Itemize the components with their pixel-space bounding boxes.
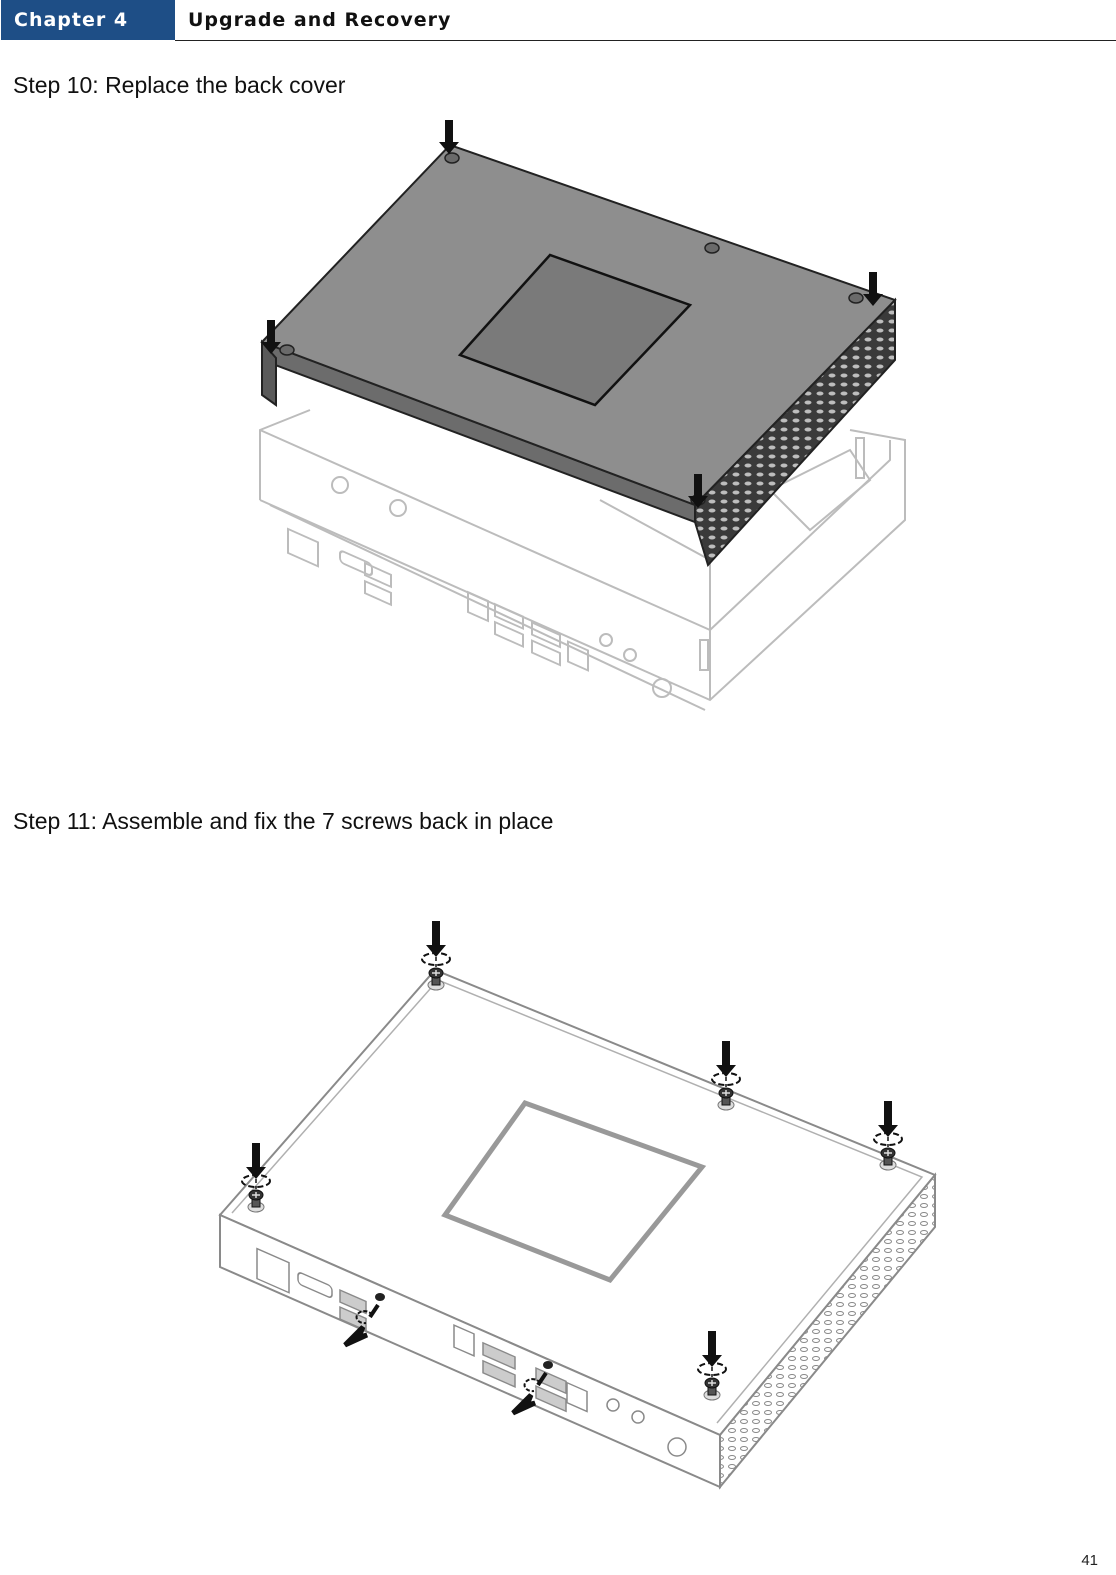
chassis-outline (259, 409, 906, 711)
chapter-title: Upgrade and Recovery (188, 9, 452, 31)
step-10-heading: Step 10: Replace the back cover (13, 72, 346, 98)
page-number: 41 (1081, 1552, 1098, 1569)
unit-top-face (218, 968, 937, 1437)
arrow-icon (261, 120, 883, 508)
port-screw-icon (343, 1293, 553, 1416)
unit-side-face (719, 1172, 936, 1490)
back-cover-installation-illustration (259, 120, 906, 711)
screw-assembly-illustration (218, 920, 937, 1490)
chapter-label: Chapter 4 (1, 0, 175, 40)
step-11-heading: Step 11: Assemble and fix the 7 screws b… (13, 808, 554, 834)
cover-recess (457, 253, 693, 407)
page-header: Chapter 4 Upgrade and Recovery (0, 0, 1116, 42)
header-divider (175, 40, 1116, 41)
unit-recess (441, 1100, 707, 1283)
